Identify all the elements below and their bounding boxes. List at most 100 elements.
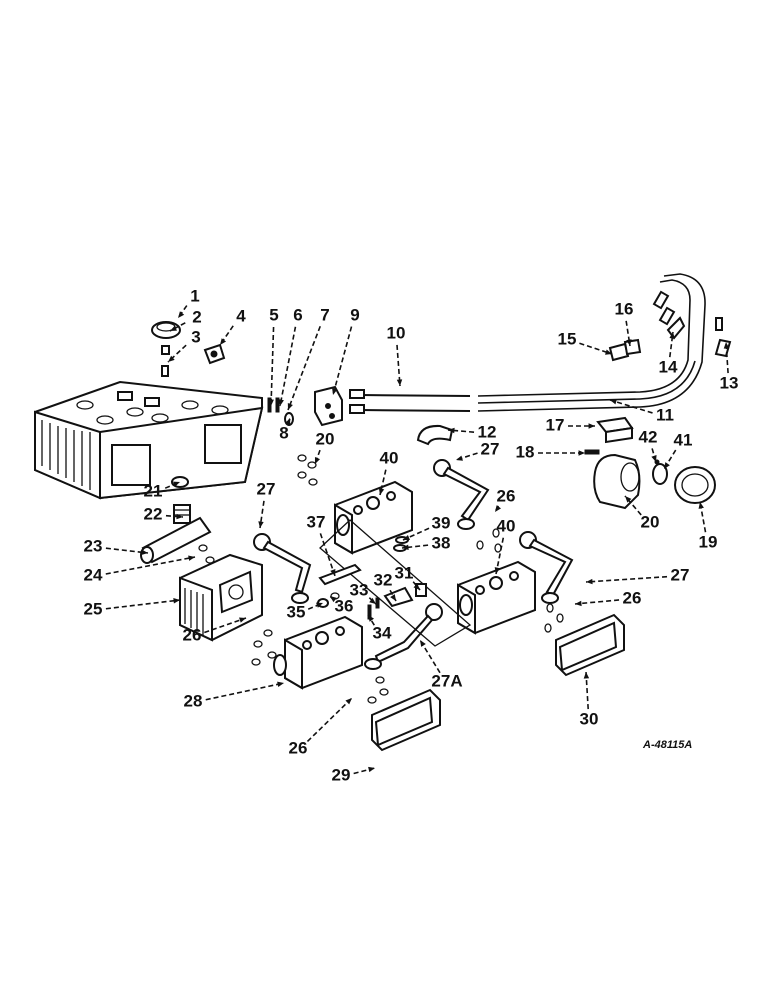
leader-arrow-c20a xyxy=(314,457,320,464)
leader-arrow-c8 xyxy=(285,418,291,425)
callout-label-c5: 5 xyxy=(269,305,278,324)
callout-label-c40b: 40 xyxy=(497,516,516,535)
leader-arrow-c31 xyxy=(413,583,420,590)
callout-label-c32: 32 xyxy=(374,570,393,589)
leader-line-c26a xyxy=(204,617,247,634)
callout-label-c12: 12 xyxy=(478,422,497,441)
callout-leaders xyxy=(105,305,730,775)
callout-label-c4: 4 xyxy=(236,306,246,325)
callout-label-c27b: 27 xyxy=(481,439,500,458)
leader-line-c40a xyxy=(379,469,387,496)
leader-arrow-c18 xyxy=(578,450,585,456)
leader-arrow-c38 xyxy=(402,544,409,551)
callout-label-c6: 6 xyxy=(293,305,302,324)
leader-arrow-c28 xyxy=(277,681,284,687)
callout-label-c25: 25 xyxy=(84,599,103,618)
leader-line-c7 xyxy=(287,325,321,411)
leader-line-c38 xyxy=(401,544,429,549)
leader-arrow-c4 xyxy=(220,338,227,345)
callout-label-c38: 38 xyxy=(432,533,451,552)
callout-label-c2: 2 xyxy=(192,307,201,326)
leader-line-c12 xyxy=(447,429,475,433)
leader-arrow-c5 xyxy=(268,399,274,406)
callout-label-c20a: 20 xyxy=(316,429,335,448)
callout-label-c21: 21 xyxy=(144,481,163,500)
cover-plates xyxy=(371,613,625,752)
callout-label-c22: 22 xyxy=(144,504,163,523)
leader-arrow-c29 xyxy=(368,766,375,773)
leader-arrow-c24 xyxy=(188,555,195,561)
valve-section-upper xyxy=(334,480,413,555)
callout-label-c41: 41 xyxy=(674,430,693,449)
leader-line-c21 xyxy=(164,481,181,489)
leader-arrow-c17 xyxy=(588,423,595,429)
leader-arrow-c30 xyxy=(583,672,590,679)
leader-line-c6 xyxy=(279,326,297,407)
leader-line-c25 xyxy=(105,599,181,610)
leader-arrow-c27A xyxy=(420,640,426,647)
callout-label-c40a: 40 xyxy=(380,448,399,467)
connector-block xyxy=(314,385,343,427)
leader-arrow-c19 xyxy=(698,502,704,509)
callout-label-c7: 7 xyxy=(320,305,329,324)
leader-line-c22 xyxy=(165,514,184,518)
hydraulic-tubes xyxy=(349,273,723,414)
leader-arrow-c37 xyxy=(330,569,336,576)
leader-line-c35 xyxy=(307,602,324,610)
control-levers xyxy=(253,459,574,670)
callout-label-c20b: 20 xyxy=(641,512,660,531)
leader-arrow-c1 xyxy=(178,311,185,318)
leader-line-c26c xyxy=(574,599,620,605)
leader-arrow-c15 xyxy=(605,349,612,355)
callout-label-c19: 19 xyxy=(699,532,718,551)
leader-arrow-c7 xyxy=(287,403,293,410)
leader-arrow-c42 xyxy=(651,455,657,462)
leader-arrow-c32 xyxy=(390,594,396,601)
leader-arrow-c21 xyxy=(173,481,180,487)
callout-label-c1: 1 xyxy=(190,286,199,305)
reservoir-housing xyxy=(34,380,264,500)
leader-arrow-c26d xyxy=(345,698,352,705)
leader-arrow-c40a xyxy=(378,488,385,495)
leader-line-c27A xyxy=(419,639,441,674)
callout-label-c35: 35 xyxy=(287,602,306,621)
leader-arrow-c13 xyxy=(723,342,730,349)
leader-line-c27c xyxy=(585,575,668,583)
leader-line-c5 xyxy=(270,326,275,407)
callout-label-c27a: 27 xyxy=(257,479,276,498)
leader-line-c24 xyxy=(105,556,196,575)
leader-arrow-c27a xyxy=(258,521,264,528)
leader-line-c27a xyxy=(259,500,265,529)
leader-arrow-c16 xyxy=(626,339,632,346)
callout-label-c13: 13 xyxy=(720,373,739,392)
leader-arrow-c12 xyxy=(448,427,455,434)
callout-label-c24: 24 xyxy=(84,565,103,584)
callout-label-c37: 37 xyxy=(307,512,326,531)
leader-arrow-c40b xyxy=(494,567,501,574)
callout-label-c26b: 26 xyxy=(497,486,516,505)
valve-section-lower xyxy=(273,615,363,690)
leader-arrow-c11 xyxy=(610,399,617,405)
leader-arrow-c35 xyxy=(316,602,323,608)
leader-arrow-c20b xyxy=(625,496,632,503)
leader-line-c10 xyxy=(396,344,401,387)
leader-arrow-c26a xyxy=(239,617,246,623)
callout-label-c14: 14 xyxy=(659,357,678,376)
leader-line-c40b xyxy=(495,537,505,575)
leader-arrow-c23 xyxy=(141,549,148,556)
leader-arrow-c27c xyxy=(586,578,593,585)
drawing-code: A-48115A xyxy=(642,739,692,751)
leader-line-c30 xyxy=(585,671,589,710)
callout-label-c26a: 26 xyxy=(183,625,202,644)
callout-label-c26c: 26 xyxy=(623,588,642,607)
filler-cap xyxy=(151,321,226,377)
valve-section-right xyxy=(457,560,536,635)
leader-arrow-c33 xyxy=(369,597,376,604)
callout-label-c27A: 27A xyxy=(431,671,462,690)
leader-line-c26d xyxy=(306,697,353,743)
callout-label-c8: 8 xyxy=(279,423,288,442)
leader-arrow-c25 xyxy=(173,598,180,604)
